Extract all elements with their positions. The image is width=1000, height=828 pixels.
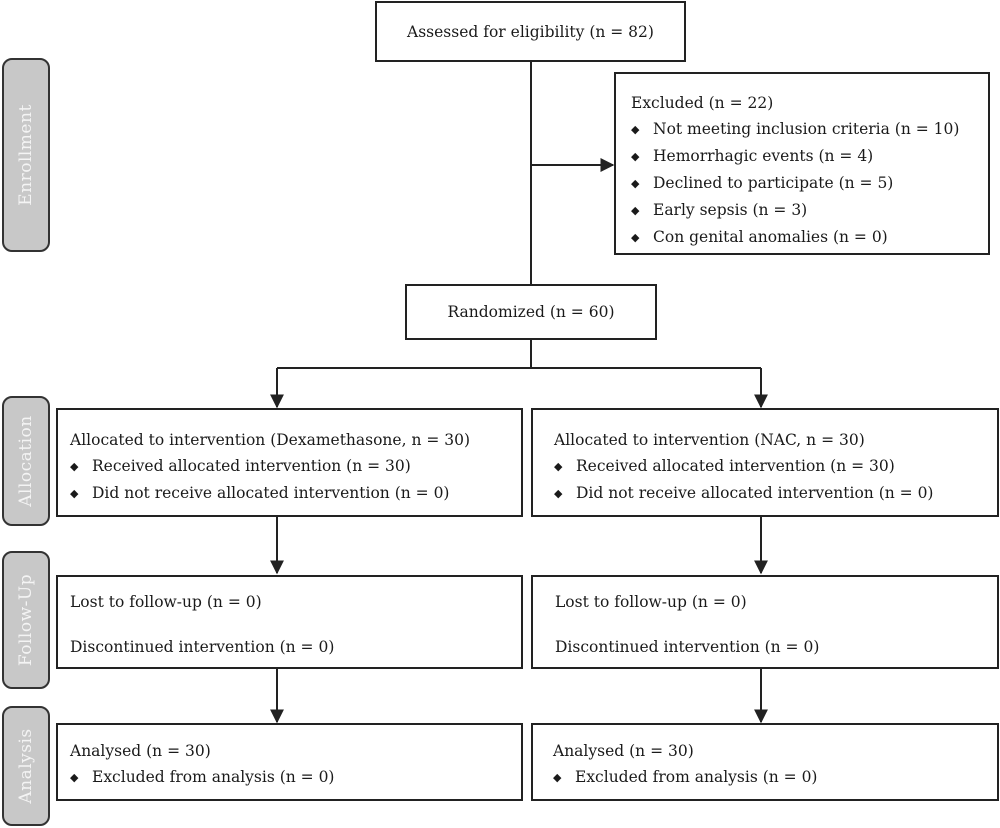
excluded-title: Excluded (n = 22) [631,94,774,112]
followup-left-lost: Lost to follow-up (n = 0) [70,593,262,611]
assessed-text: Assessed for eligibility (n = 82) [407,23,654,41]
bullet-icon: ◆ [554,487,563,500]
followup-right-discontinued: Discontinued intervention (n = 0) [555,638,820,656]
randomized-text: Randomized (n = 60) [447,303,615,321]
allocation-right-box: Allocated to intervention (NAC, n = 30) … [531,408,999,517]
analysis-right-title: Analysed (n = 30) [553,742,694,760]
stage-followup-label: Follow-Up [16,573,36,667]
stage-allocation: Allocation [2,396,50,526]
analysis-left-box: Analysed (n = 30) ◆Excluded from analysi… [56,723,523,801]
bullet-icon: ◆ [70,460,79,473]
analysis-right-item: ◆Excluded from analysis (n = 0) [553,764,997,791]
bullet-icon: ◆ [70,487,79,500]
followup-left-box: Lost to follow-up (n = 0) Discontinued i… [56,575,523,669]
stage-followup: Follow-Up [2,551,50,689]
stage-enrollment: Enrollment [2,58,50,252]
allocation-left-item: ◆Received allocated intervention (n = 30… [70,453,521,480]
bullet-icon: ◆ [631,150,640,163]
bullet-icon: ◆ [631,204,640,217]
bullet-icon: ◆ [631,123,640,136]
allocation-left-box: Allocated to intervention (Dexamethasone… [56,408,523,517]
followup-left-discontinued: Discontinued intervention (n = 0) [70,638,335,656]
analysis-left-item: ◆Excluded from analysis (n = 0) [70,764,521,791]
followup-right-box: Lost to follow-up (n = 0) Discontinued i… [531,575,999,669]
stage-analysis-label: Analysis [16,728,36,804]
bullet-icon: ◆ [631,231,640,244]
stage-enrollment-label: Enrollment [16,104,36,206]
allocation-left-item: ◆Did not receive allocated intervention … [70,480,521,507]
excluded-item: ◆Not meeting inclusion criteria (n = 10) [631,116,988,143]
excluded-item: ◆Declined to participate (n = 5) [631,170,988,197]
allocation-right-item: ◆Did not receive allocated intervention … [554,480,997,507]
bullet-icon: ◆ [553,771,562,784]
bullet-icon: ◆ [70,771,79,784]
analysis-left-title: Analysed (n = 30) [70,742,211,760]
excluded-item: ◆Con genital anomalies (n = 0) [631,224,988,251]
allocation-right-item: ◆Received allocated intervention (n = 30… [554,453,997,480]
analysis-right-box: Analysed (n = 30) ◆Excluded from analysi… [531,723,999,801]
bullet-icon: ◆ [631,177,640,190]
stage-allocation-label: Allocation [16,415,36,507]
allocation-left-title: Allocated to intervention (Dexamethasone… [70,431,471,449]
excluded-item: ◆Hemorrhagic events (n = 4) [631,143,988,170]
assessed-box: Assessed for eligibility (n = 82) [375,1,686,62]
excluded-box: Excluded (n = 22) ◆Not meeting inclusion… [614,72,990,255]
stage-analysis: Analysis [2,706,50,826]
followup-right-lost: Lost to follow-up (n = 0) [555,593,747,611]
bullet-icon: ◆ [554,460,563,473]
randomized-box: Randomized (n = 60) [405,284,657,340]
excluded-item: ◆Early sepsis (n = 3) [631,197,988,224]
allocation-right-title: Allocated to intervention (NAC, n = 30) [554,431,865,449]
